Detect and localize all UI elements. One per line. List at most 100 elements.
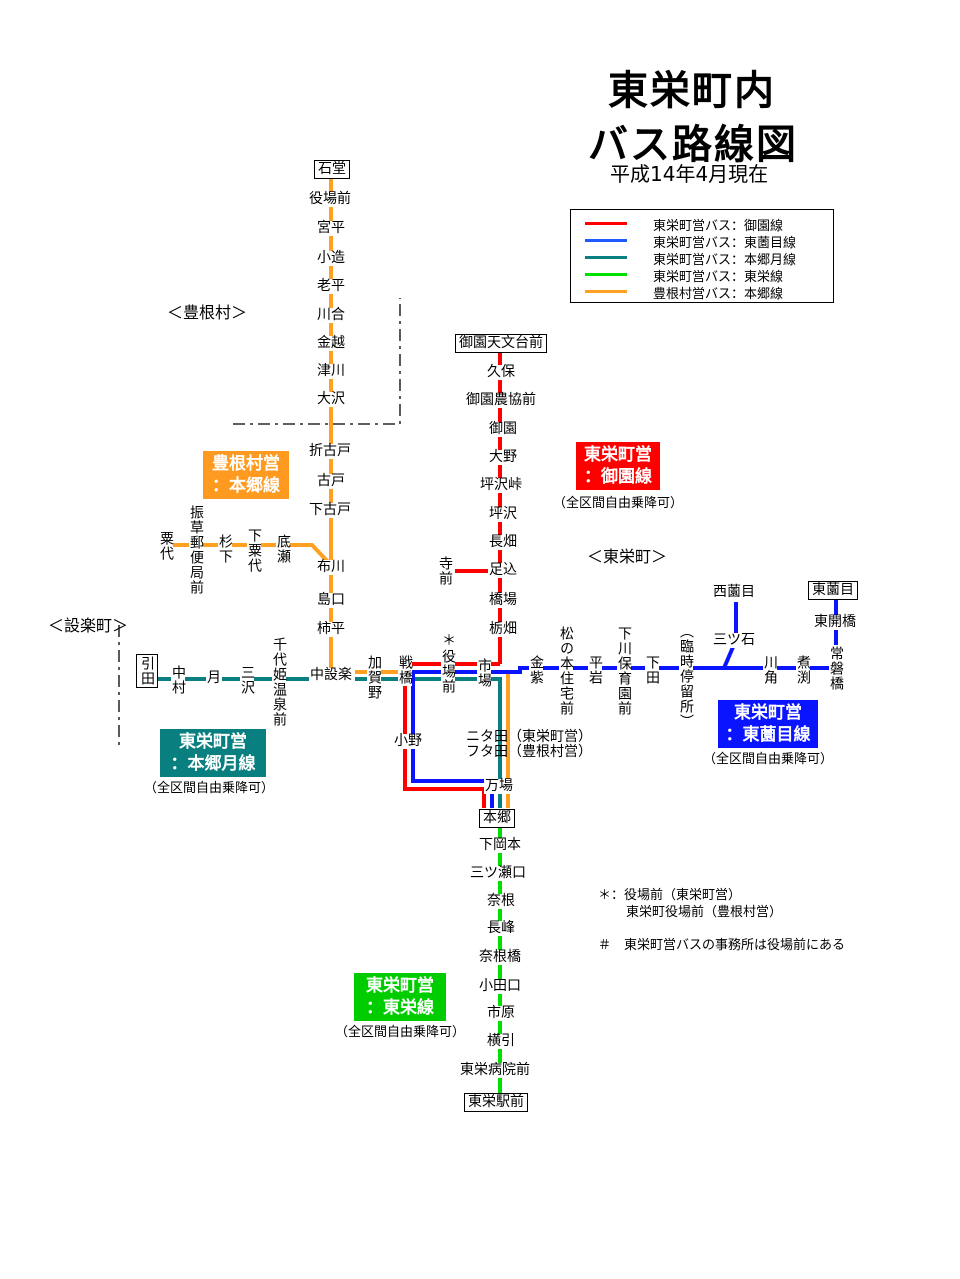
stop[interactable]: 長峰 [486,920,516,936]
badge-line1: 豊根村営 [212,454,280,474]
stop[interactable]: 粟代 [158,530,174,562]
legend-item: 東栄町営バス：御園線 [571,215,833,234]
stop-terminal[interactable]: 御園天文台前 [455,334,547,353]
legend-label: 東栄町営バス：東薗目線 [653,236,797,251]
stop[interactable]: 柿平 [316,621,346,637]
stop[interactable]: 加賀野 [366,654,382,701]
legend-item: 東栄町営バス：本郷月線 [571,249,833,268]
stop[interactable]: 役場前 [440,648,456,695]
stop[interactable]: 千代姫温泉前 [271,636,287,728]
stop[interactable]: 坪沢 [488,506,518,522]
stop[interactable]: 橋場 [488,592,518,608]
stop[interactable]: 煮渕 [795,654,811,686]
stop[interactable]: 東開橋 [813,614,857,630]
stop[interactable]: 布川 [316,559,346,575]
stop[interactable]: （臨時停留所） [678,623,694,730]
boundary-toyone [233,298,401,425]
stop-futatsuda-toyone[interactable]: フタ田（豊根村営） [466,744,592,760]
stop[interactable]: 三ツ石 [712,632,756,648]
badge-higashizono: 東栄町営 ：東薗目線 [718,700,818,748]
stop-terminal[interactable]: 東栄駅前 [464,1093,528,1112]
stop[interactable]: 市場 [476,657,492,689]
stop[interactable]: 川合 [316,307,346,323]
title-line1: 東栄町内 [608,68,776,114]
legend-swatch-teal [585,256,627,259]
stop[interactable]: 東栄病院前 [459,1062,531,1078]
badge-tsuki-note: （全区間自由乗降可） [144,781,275,796]
legend-swatch-red [585,222,627,225]
note-star-2: 東栄町役場前（豊根村営） [626,905,783,920]
stop[interactable]: 小野 [393,733,423,749]
stop[interactable]: 横引 [486,1033,516,1049]
stop[interactable]: 三沢 [239,664,255,696]
stop[interactable]: 大沢 [316,391,346,407]
legend-item: 東栄町営バス：東薗目線 [571,232,833,251]
stop[interactable]: 津川 [316,363,346,379]
stop[interactable]: 老平 [316,278,346,294]
stop-futatsuda-toei[interactable]: ニタ田（東栄町営） [466,729,592,745]
stop[interactable]: 宮平 [316,220,346,236]
stop[interactable]: 西薗目 [712,584,756,600]
stop[interactable]: 中設楽 [309,667,353,683]
stop[interactable]: 三ツ瀬口 [469,865,527,881]
stop[interactable]: 小田口 [478,978,522,994]
region-shitara: ＜設楽町＞ [48,616,129,635]
stop[interactable]: 坪沢峠 [479,477,523,493]
legend-label: 東栄町営バス：御園線 [653,219,784,234]
stop[interactable]: 松の本住宅前 [558,625,574,717]
legend: 東栄町営バス：御園線 東栄町営バス：東薗目線 東栄町営バス：本郷月線 東栄町営バ… [570,209,834,303]
stop[interactable]: 万場 [484,778,514,794]
stop[interactable]: 下古戸 [308,502,352,518]
stop[interactable]: 川角 [762,654,778,686]
badge-higashizono-note: （全区間自由乗降可） [703,752,834,767]
badge-line2: ：御園線 [584,467,652,487]
badge-line1: 東栄町営 [584,445,652,465]
stop[interactable]: 戦橋 [397,654,413,686]
stop[interactable]: 下川保育園前 [616,625,632,717]
stop[interactable]: 振草郵便局前 [188,504,204,596]
stop-terminal[interactable]: 東薗目 [808,581,858,600]
badge-line2: ：本郷月線 [170,754,256,774]
stop[interactable]: 古戸 [316,473,346,489]
stop[interactable]: 奈根 [486,893,516,909]
stop[interactable]: 市原 [486,1005,516,1021]
stop[interactable]: 折古戸 [308,443,352,459]
stop[interactable]: 月 [206,670,222,686]
legend-label: 豊根村営バス：本郷線 [653,287,784,302]
stop[interactable]: 中村 [170,664,186,696]
stop[interactable]: 底瀬 [275,533,291,565]
stop[interactable]: 足込 [488,562,518,578]
badge-toei: 東栄町営 ：東栄線 [354,973,446,1021]
badge-line1: 東栄町営 [366,976,434,996]
stop-terminal[interactable]: 石堂 [314,160,350,179]
stop[interactable]: 奈根橋 [478,949,522,965]
stop-mark: ＊ [442,633,456,649]
region-toyone: ＜豊根村＞ [167,303,248,322]
stop[interactable]: 下岡本 [478,837,522,853]
legend-item: 東栄町営バス：東栄線 [571,266,833,285]
stop[interactable]: 役場前 [308,191,352,207]
stop[interactable]: 御園 [488,421,518,437]
stop[interactable]: 小造 [316,250,346,266]
badge-toei-note: （全区間自由乗降可） [335,1025,466,1040]
stop[interactable]: 平岩 [587,654,603,686]
stop[interactable]: 下田 [644,654,660,686]
stop[interactable]: 寺前 [437,555,453,587]
stop[interactable]: 金紫 [528,654,544,686]
stop-terminal[interactable]: 本郷 [479,809,515,828]
stop[interactable]: 御園農協前 [465,392,537,408]
stop[interactable]: 長畑 [488,534,518,550]
legend-label: 東栄町営バス：本郷月線 [653,253,797,268]
stop[interactable]: 島口 [316,592,346,608]
stop[interactable]: 久保 [486,364,516,380]
stop[interactable]: 杉下 [217,533,233,565]
stop-terminal[interactable]: 引田 [136,654,158,688]
stop[interactable]: 下粟代 [246,527,262,574]
stop[interactable]: 金越 [316,335,346,351]
stop[interactable]: 常磐橋 [828,645,844,692]
badge-miso: 東栄町営 ：御園線 [576,442,660,490]
badge-line2: ：東栄線 [366,998,434,1018]
stop[interactable]: 大野 [488,449,518,465]
badge-miso-note: （全区間自由乗降可） [553,496,684,511]
stop[interactable]: 栃畑 [488,621,518,637]
